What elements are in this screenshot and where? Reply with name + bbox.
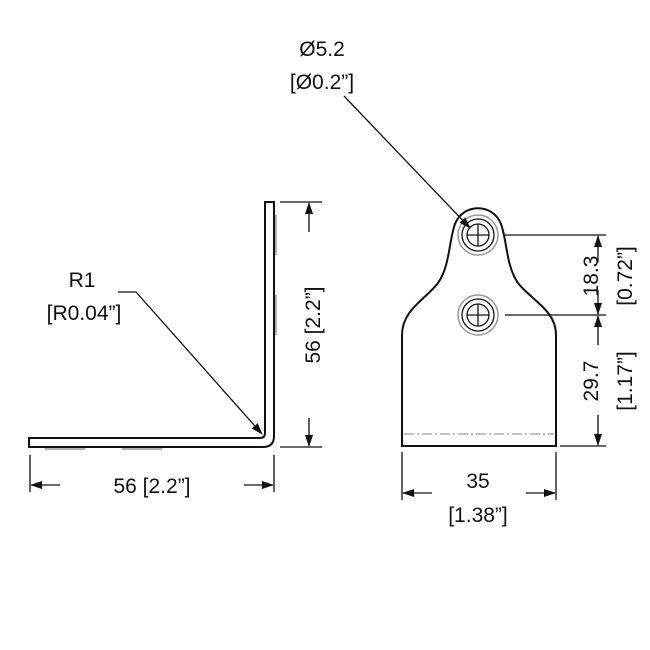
angle-bracket-profile [28,201,275,448]
hole-top [457,214,499,256]
width-label: 56 [2.2”] [113,475,190,498]
side-view: 56 [2.2”] 56 [2.2”] R1 [R0.04”] [28,201,325,498]
hole-height-label-inch: [1.17”] [614,351,637,411]
hole-dia-label-inch: [Ø0.2”] [290,71,354,94]
vertical-dimensions: 18.3 [0.72”] 29.7 [1.17”] [505,234,637,447]
height-dimension: 56 [2.2”] [280,201,325,448]
hole-callout: Ø5.2 [Ø0.2”] [290,38,471,229]
height-label: 56 [2.2”] [302,286,325,363]
hole-dia-label: Ø5.2 [299,38,345,61]
hole-bottom [457,294,499,336]
front-view: Ø5.2 [Ø0.2”] 18.3 [0.72”] 29.7 [1.17”] 3… [290,38,637,527]
radius-label-inch: [R0.04”] [47,302,122,325]
hole-spacing-label: 18.3 [580,256,603,297]
countersink-marks [45,215,277,450]
width-dimension: 56 [2.2”] [29,455,275,498]
hole-spacing-label-inch: [0.72”] [614,246,637,306]
plate-outline [401,207,557,447]
plate-width-label-inch: [1.38”] [448,504,508,527]
hole-height-label: 29.7 [580,361,603,402]
radius-callout: R1 [R0.04”] [47,269,263,435]
radius-label: R1 [69,269,96,292]
plate-width-dimension: 35 [1.38”] [401,452,557,527]
plate-width-label: 35 [466,470,489,493]
